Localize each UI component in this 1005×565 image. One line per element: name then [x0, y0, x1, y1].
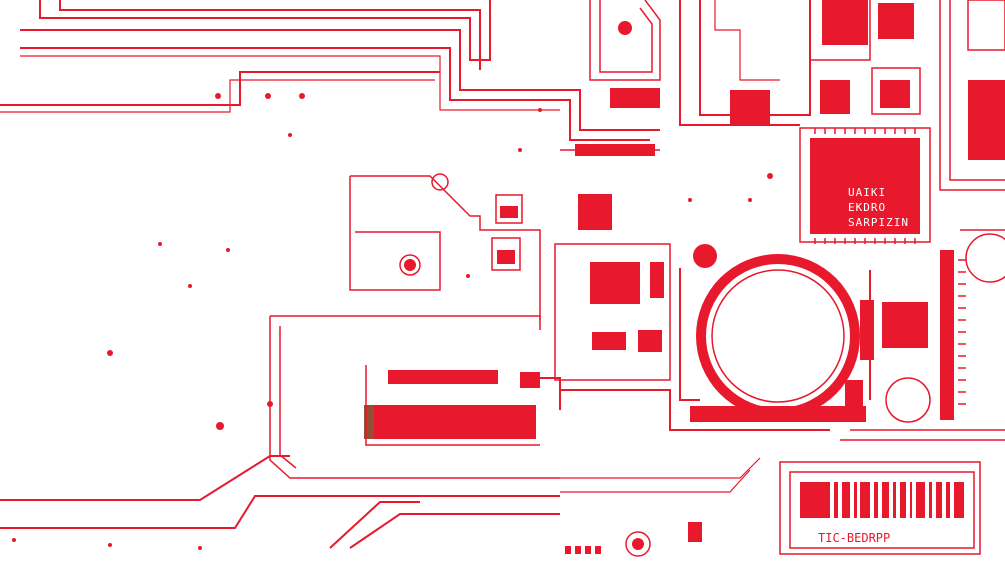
mounting-hole-1: [431, 173, 449, 191]
square-chip-center: [578, 194, 612, 230]
small-component-2: [497, 250, 515, 264]
chip-right-1: [882, 302, 928, 348]
pin-header-large: [364, 405, 536, 439]
chip-top-right-1: [822, 0, 868, 45]
top-left-bus-traces: [0, 0, 660, 141]
chip-top-right-2: [878, 3, 914, 39]
via-top-center: [618, 21, 632, 35]
top-center-module: [589, 0, 661, 108]
mounting-hole-3: [632, 538, 644, 550]
chip-text-line1: UAIKI: [848, 186, 886, 199]
smd-chip-top: [610, 88, 660, 108]
square-chip-top: [730, 90, 770, 126]
chip-top-right-4: [820, 80, 850, 114]
center-component-area: [520, 144, 830, 431]
small-component-1: [500, 206, 518, 218]
bottom-connectors: [364, 365, 540, 446]
mounting-hole-2: [404, 259, 416, 271]
capacitor-round: [885, 377, 931, 423]
chip-top-right-3: [880, 80, 910, 108]
right-side-components: [840, 229, 1005, 441]
coin-cell-battery-icon: [679, 254, 871, 422]
scattered-vias: [12, 93, 773, 550]
chip-text-line3: SARPIZIN: [848, 216, 909, 229]
bottom-misc: [565, 522, 702, 557]
top-right-components: [809, 0, 1005, 191]
chip-center-2: [592, 332, 626, 350]
bottom-left-traces: [0, 455, 761, 549]
chip-text-line2: EKDRO: [848, 201, 886, 214]
pin-header-small: [388, 370, 498, 384]
barcode-label: TIC-BEDRPP: [779, 461, 981, 555]
top-vertical-traces: [679, 0, 811, 126]
chip-edge-right: [968, 80, 1005, 160]
barcode-text: TIC-BEDRPP: [818, 531, 890, 545]
chip-center-1: [590, 262, 640, 304]
main-processor: UAIKI EKDRO SARPIZIN: [799, 127, 931, 244]
left-board-outline: [269, 173, 560, 479]
